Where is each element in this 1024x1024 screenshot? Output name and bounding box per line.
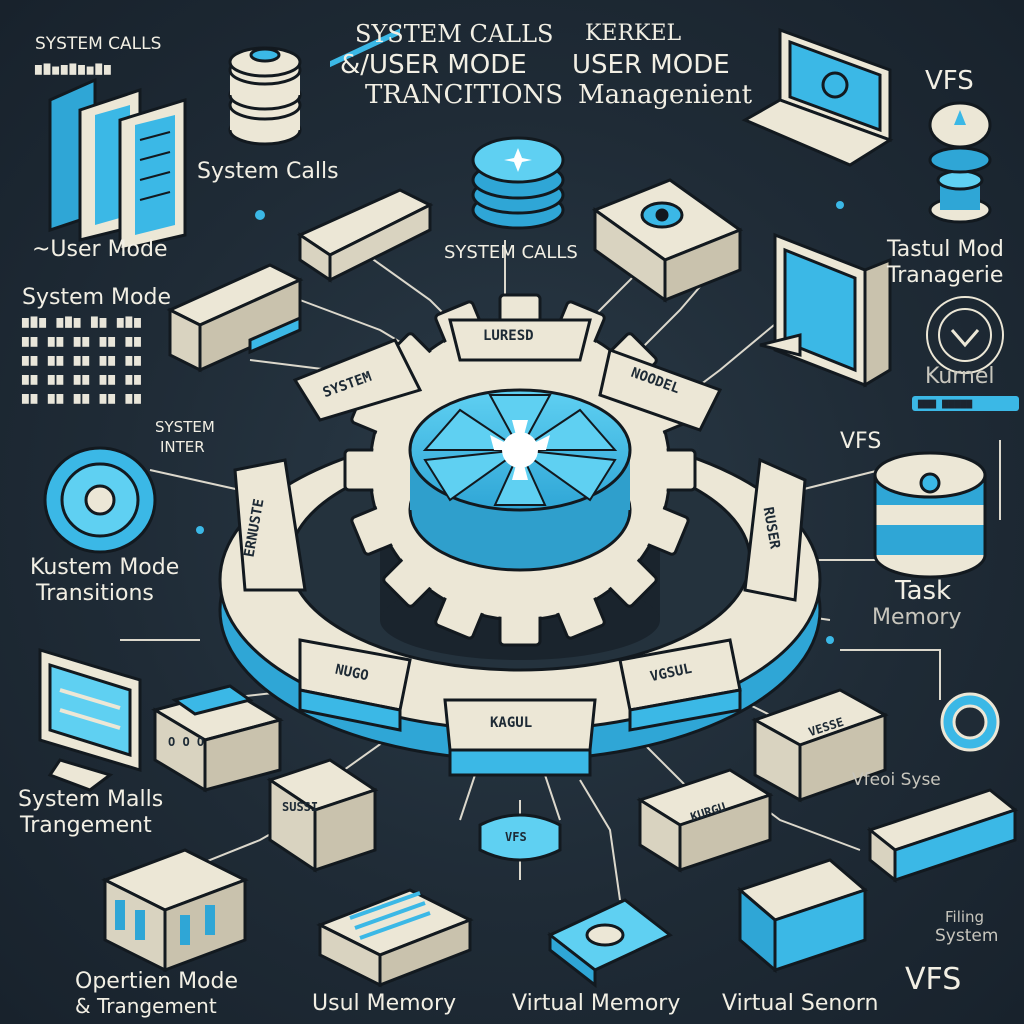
- monitor-icon: [759, 232, 892, 388]
- label-task-mode-1: Tastul Mod: [887, 237, 1004, 262]
- label-vfs-top: VFS: [925, 66, 974, 96]
- left-tall-box: [266, 758, 379, 873]
- left-small-box: [151, 684, 284, 793]
- left-tall-box-label: SUSSI: [282, 800, 319, 814]
- cd-plate-icon: [547, 898, 673, 989]
- label-system-malls-1: System Malls: [18, 787, 164, 812]
- list-box-icon: [316, 888, 474, 988]
- label-vfs-bottom: VFS: [905, 962, 962, 997]
- label-vfs-mid: VFS: [840, 429, 882, 454]
- label-top-center-2: &/USER MODE: [340, 50, 527, 80]
- building-icon: [101, 848, 249, 973]
- ring-seg-bottom: KAGUL: [490, 715, 533, 731]
- vfs-tag-icon: [478, 813, 562, 862]
- glyph-row: ▆▇▅▆▇▆▅▇▆: [35, 62, 113, 75]
- laptop-icon: [741, 27, 894, 167]
- label-system-mode: System Mode: [22, 285, 171, 310]
- label-system-calls-center: SYSTEM CALLS: [444, 242, 578, 263]
- right-lower-box: [636, 768, 774, 873]
- label-file-system-2: System: [935, 926, 999, 946]
- label-top-left: SYSTEM CALLS: [35, 34, 162, 54]
- label-kustem-mode-2: Transitions: [36, 581, 154, 606]
- screen-icon: [38, 647, 142, 792]
- label-top-center-3: TRANCITIONS: [365, 80, 564, 110]
- label-kernel-badge: Kurnel: [925, 364, 995, 389]
- label-top-center-1: SYSTEM CALLS: [355, 20, 554, 48]
- label-virtual-senorn: Virtual Senorn: [722, 991, 879, 1016]
- label-system-malls-2: Trangement: [20, 813, 152, 838]
- ring-seg-top: LURESD: [483, 328, 534, 344]
- right-small-box: [751, 688, 889, 803]
- label-kustem-mode-1: Kustem Mode: [30, 555, 180, 580]
- far-right-box: [866, 788, 1019, 884]
- binder-stack-icon: [48, 77, 187, 252]
- label-top-right-1: KERKEL: [585, 21, 682, 46]
- ring-plates: [233, 318, 807, 752]
- label-top-right-3: Managenient: [578, 80, 753, 110]
- eye-box-icon: [591, 178, 744, 303]
- disc-icon: [43, 446, 157, 554]
- label-usul-memory: Usul Memory: [312, 991, 457, 1016]
- glyph-table: ▆▇▆ ▆▇▆ ▇▆ ▆▇▆▆▆ ▆▆ ▆▆ ▆▆ ▆▆▆▆ ▆▆ ▆▆ ▆▆ …: [22, 315, 143, 404]
- label-vfs-system: Vfeoi Syse: [852, 770, 941, 790]
- label-task: Task: [895, 576, 952, 606]
- label-memory: Memory: [872, 605, 962, 630]
- vfs-tag-label: VFS: [505, 830, 527, 844]
- left-small-box-label: O O O: [168, 735, 205, 749]
- label-system-calls: System Calls: [197, 159, 339, 184]
- label-system-inter-2: INTER: [160, 438, 205, 456]
- label-task-mode-2: Tranagerie: [887, 263, 1004, 288]
- label-top-right-2: USER MODE: [572, 50, 730, 80]
- label-user-mode: ~User Mode: [32, 237, 168, 262]
- circle-badge-icon: [940, 692, 1000, 752]
- label-virtual-memory: Virtual Memory: [512, 991, 681, 1016]
- label-opertion-1: Opertien Mode: [75, 969, 239, 994]
- server-rack-icon: [166, 263, 304, 373]
- shield-icon: [926, 296, 1004, 374]
- kernel-badge-bar: ▆▆▆ ▆▆▆▆▆: [912, 396, 1019, 411]
- disk-stack-icon: [471, 136, 565, 230]
- label-system-inter-1: SYSTEM: [155, 418, 215, 436]
- grid-rack-icon: [737, 858, 868, 974]
- label-opertion-2: & Trangement: [75, 994, 217, 1018]
- database-stack-icon: [228, 46, 302, 146]
- pawn-icon: [928, 101, 992, 224]
- label-file-system-1: Filing: [945, 908, 985, 926]
- vfs-cylinder-icon: [873, 451, 987, 579]
- keyboard-box-icon: [296, 28, 434, 283]
